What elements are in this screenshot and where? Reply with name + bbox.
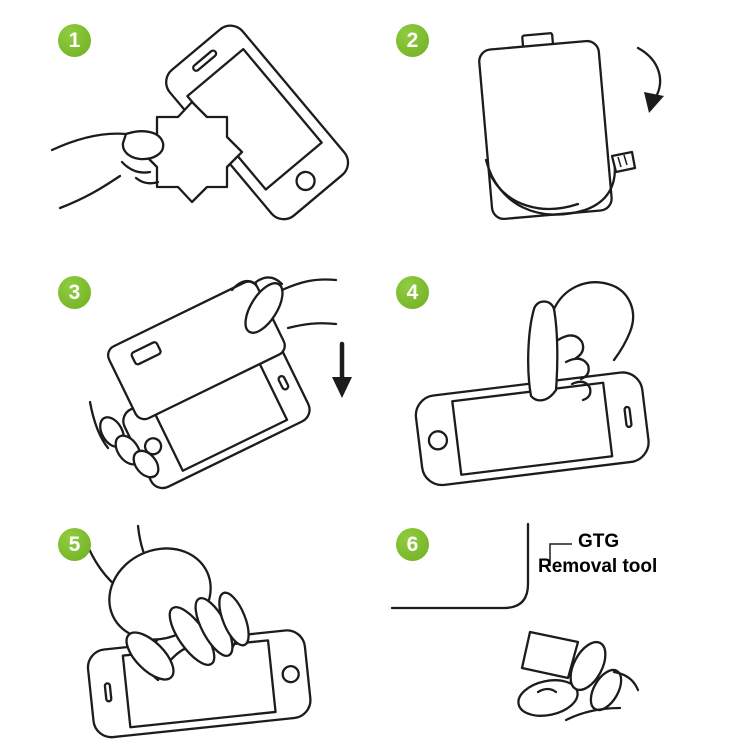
thumb xyxy=(517,679,579,717)
step-1-number: 1 xyxy=(68,28,81,52)
finger xyxy=(569,640,607,692)
step-4-badge: 4 xyxy=(396,276,429,309)
glass-cutout xyxy=(130,341,162,366)
step-4-illustration-press-screen-icon xyxy=(414,281,650,487)
step-3-number: 3 xyxy=(68,280,81,304)
finger xyxy=(589,668,623,712)
smoothing-hand xyxy=(80,524,250,681)
lower-hand xyxy=(88,400,160,479)
phone-body xyxy=(414,371,650,487)
step-1-illustration-wipe-screen-icon xyxy=(50,24,350,221)
hand xyxy=(50,130,165,210)
upper-hand xyxy=(230,276,338,334)
step-2-illustration-peel-film-icon xyxy=(478,32,664,221)
removal-tool-label-line2: Removal tool xyxy=(538,555,658,577)
phone-home-button xyxy=(427,430,449,451)
step-panel-6: 6 GTG Removal tool xyxy=(380,514,710,750)
step-6-illustration-removal-tool-icon xyxy=(390,522,640,722)
removal-tool-label-line1: GTG xyxy=(578,531,620,552)
step-panel-3: 3 xyxy=(42,262,372,502)
screen-corner xyxy=(390,522,530,610)
phone-speaker xyxy=(192,49,218,72)
index-finger xyxy=(527,300,559,402)
step-1-badge: 1 xyxy=(58,24,91,57)
phone xyxy=(414,371,650,487)
glass-protector xyxy=(478,32,613,221)
step-5-badge: 5 xyxy=(58,528,91,561)
step-panel-5: 5 xyxy=(42,514,372,750)
step-3-badge: 3 xyxy=(58,276,91,309)
thumb xyxy=(125,631,175,681)
film-pull-tab xyxy=(610,150,637,174)
peeling-film xyxy=(484,150,637,216)
step-5-number: 5 xyxy=(68,532,81,556)
label-callout-line xyxy=(549,543,572,566)
phone-speaker xyxy=(623,405,633,429)
phone-home-button xyxy=(281,665,300,684)
protector-sheet xyxy=(478,39,613,221)
removal-tool xyxy=(520,630,580,680)
press-down-arrow-icon xyxy=(332,341,352,398)
thumb xyxy=(244,282,284,334)
step-6-number: 6 xyxy=(406,532,419,556)
phone-screen xyxy=(451,381,614,476)
phone-home-button xyxy=(295,170,316,192)
finger xyxy=(218,591,250,647)
step-2-number: 2 xyxy=(406,28,419,52)
step-panel-1: 1 xyxy=(42,10,372,250)
step-panel-2: 2 xyxy=(380,10,710,250)
pressing-hand xyxy=(527,281,635,402)
phone-speaker xyxy=(103,682,113,703)
step-panel-4: 4 xyxy=(380,262,710,502)
pinching-hand xyxy=(517,640,640,722)
step-4-number: 4 xyxy=(406,280,419,304)
step-5-illustration-smooth-film-icon xyxy=(80,524,312,739)
step-3-illustration-place-glass-icon xyxy=(88,276,352,490)
phone-home-button xyxy=(143,437,163,456)
removal-tool-label: GTG Removal tool xyxy=(538,530,698,579)
step-6-badge: 6 xyxy=(396,528,429,561)
phone-speaker xyxy=(277,374,290,391)
peel-direction-arrow-icon xyxy=(636,46,664,113)
finger xyxy=(132,449,160,479)
step-2-badge: 2 xyxy=(396,24,429,57)
